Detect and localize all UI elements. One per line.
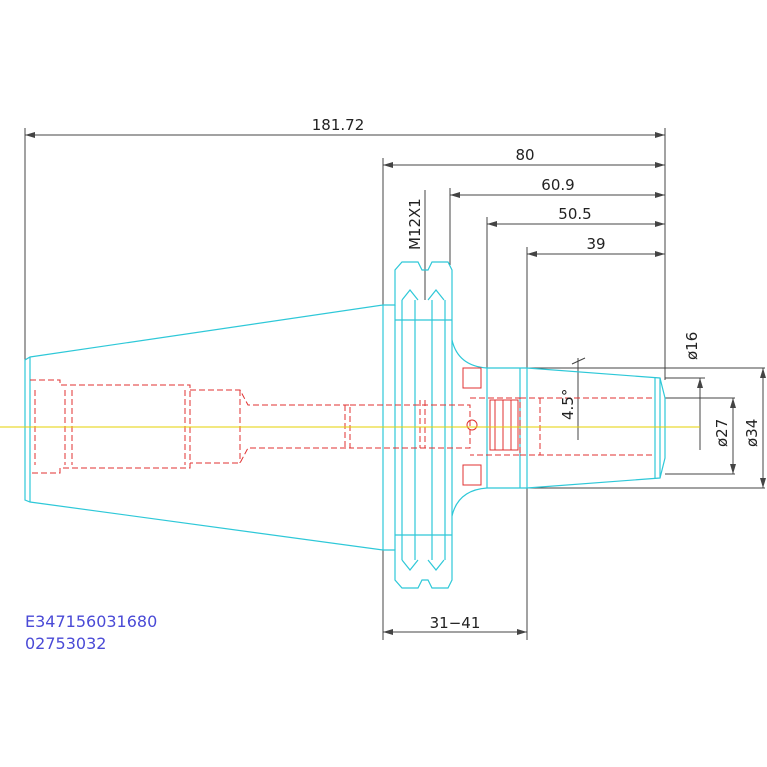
identifier-block: E347156031680 02753032 [25,612,157,653]
dim-dia-16: ø16 [683,332,701,360]
dim-range: 31−41 [430,614,481,632]
dim-length-80: 80 [515,146,534,164]
dim-thread: M12X1 [406,198,424,250]
dimension-texts: 181.72 80 60.9 50.5 39 31−41 M12X1 ø16 ø… [312,116,761,632]
dim-total-length: 181.72 [312,116,365,134]
holder-outline [24,261,666,589]
dim-dia-27: ø27 [713,419,731,447]
dim-length-60-9: 60.9 [541,176,574,194]
dim-length-50-5: 50.5 [558,205,591,223]
part-code: E347156031680 [25,612,157,631]
dim-length-39: 39 [586,235,605,253]
dim-angle: 4.5° [559,389,577,420]
dim-dia-34: ø34 [743,419,761,447]
order-number: 02753032 [25,634,106,653]
